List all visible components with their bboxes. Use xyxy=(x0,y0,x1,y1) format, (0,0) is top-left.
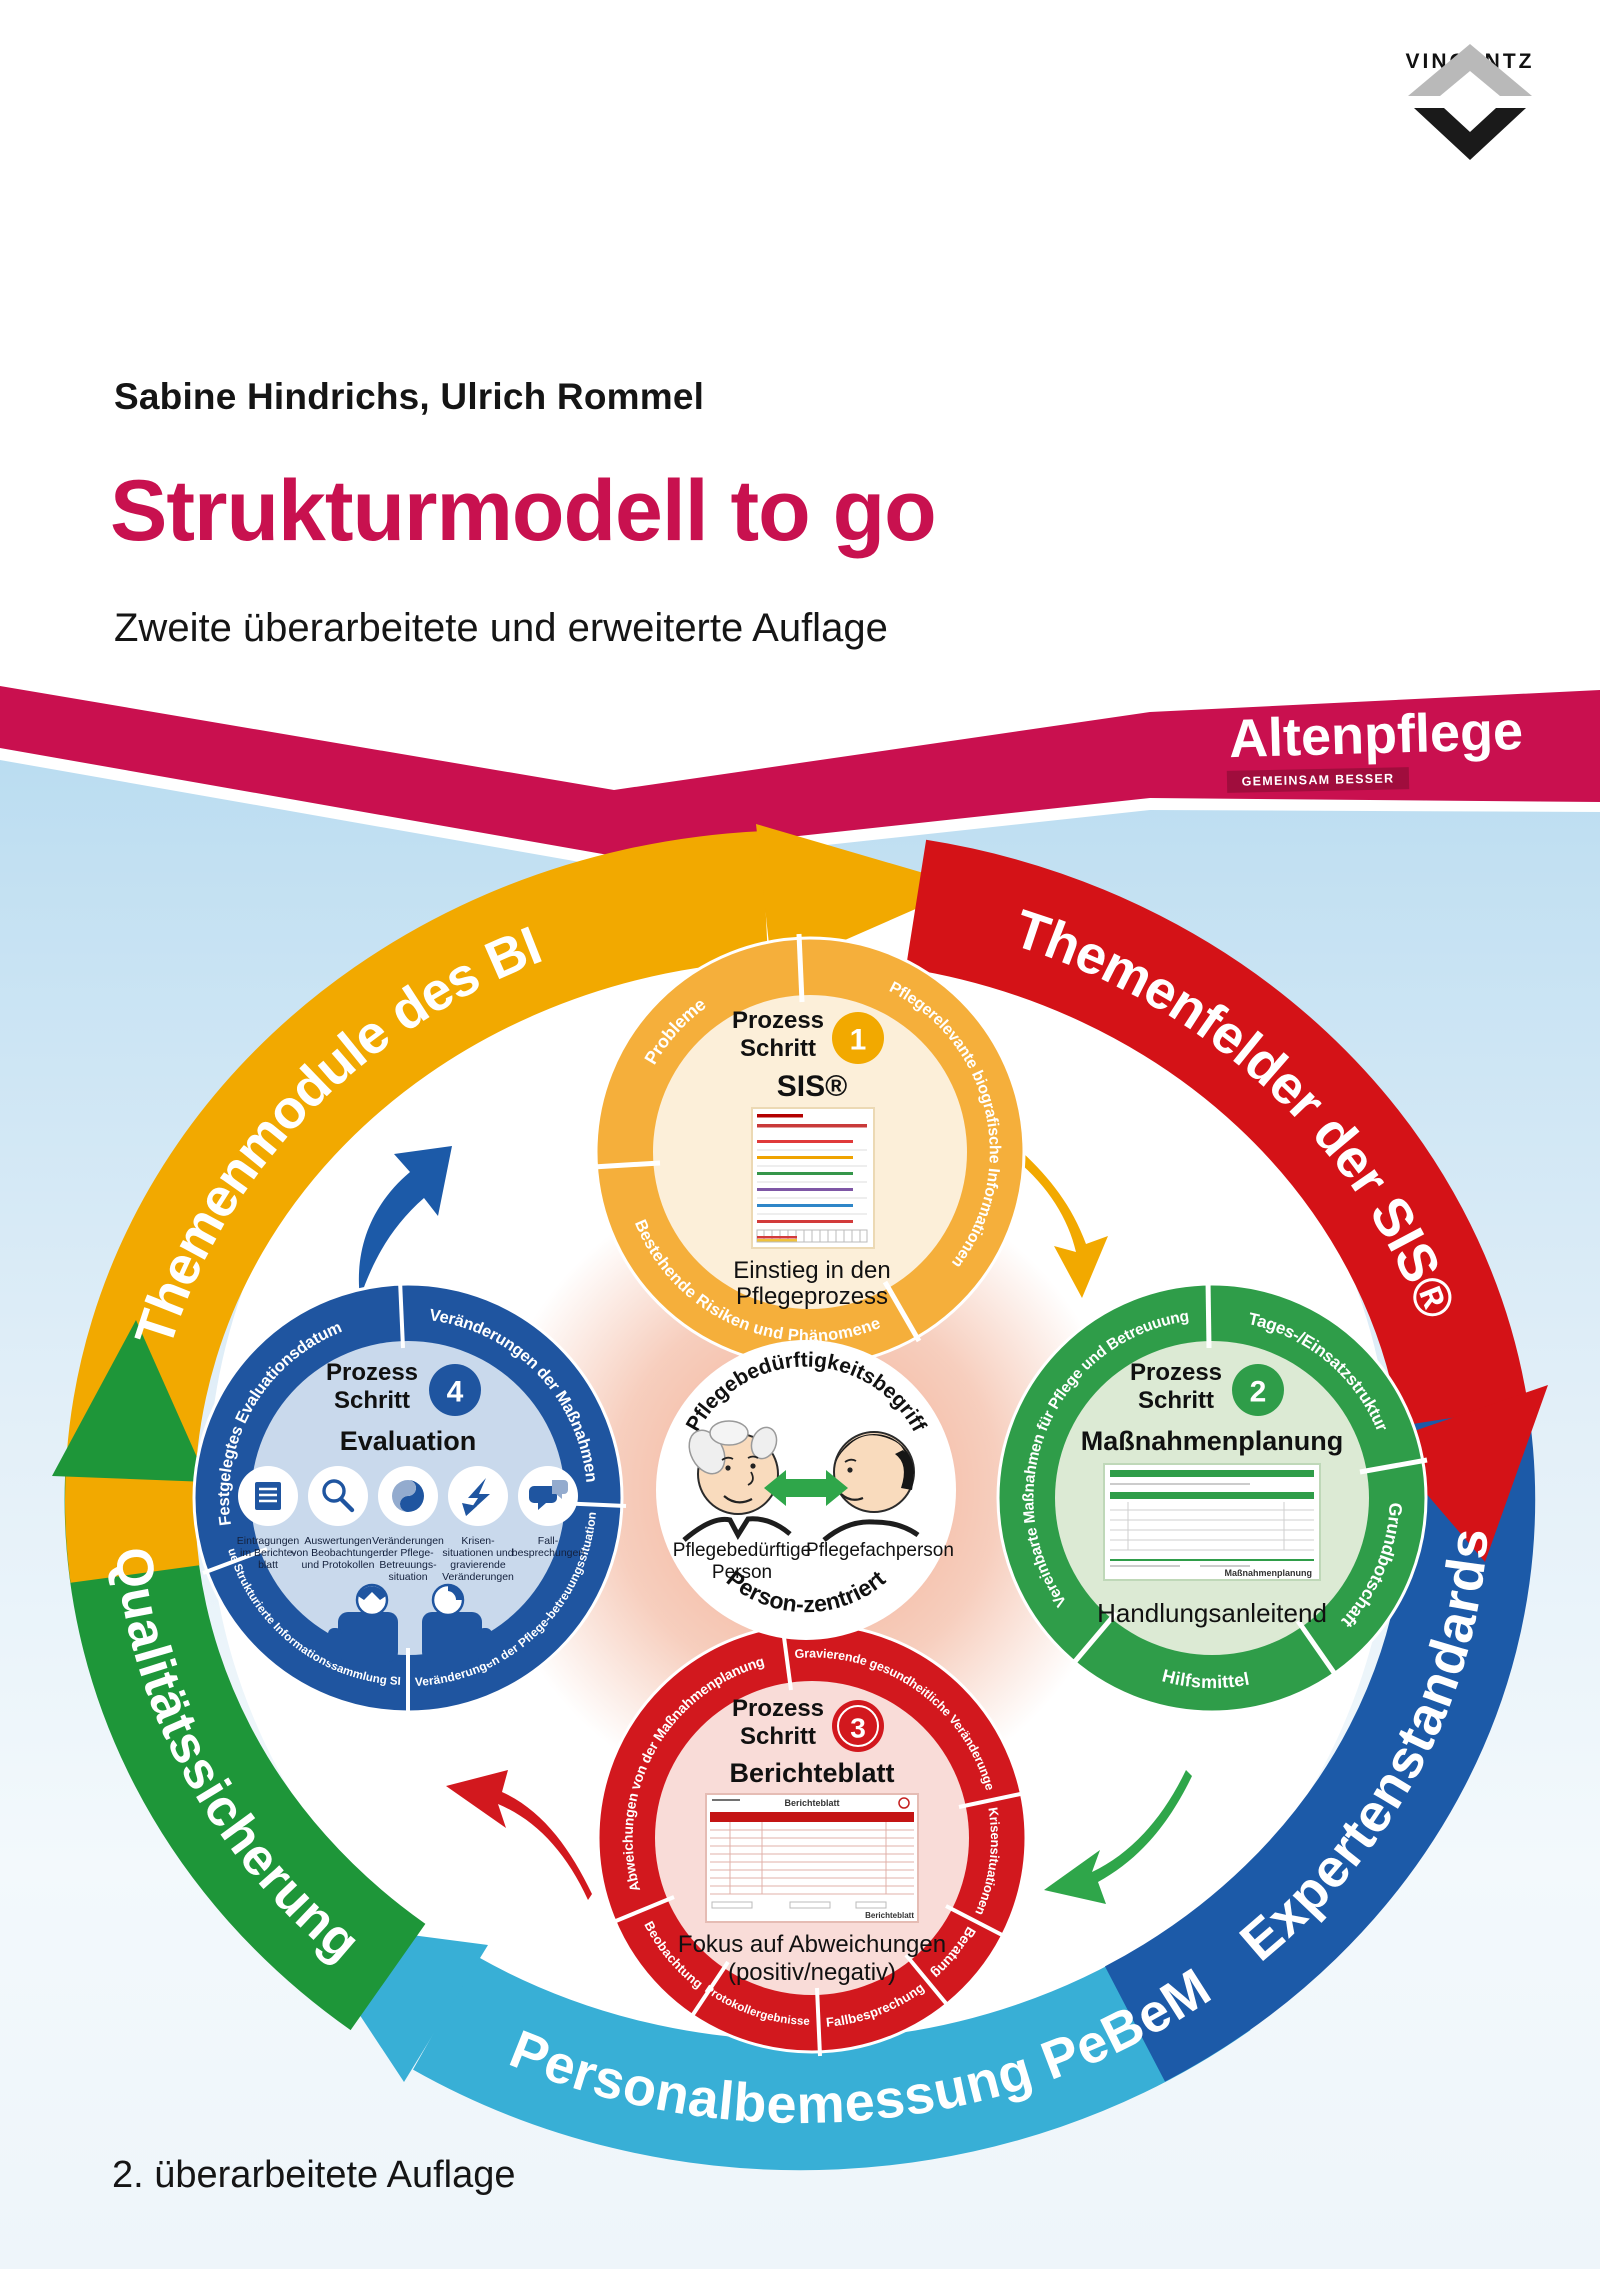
red-curved-arrow-icon xyxy=(446,1770,592,1900)
green-curved-arrow-icon xyxy=(1044,1770,1192,1904)
step2-number-badge xyxy=(1232,1364,1284,1416)
step3-form-label: Berichteblatt xyxy=(865,1911,914,1920)
outer-arcs xyxy=(52,824,1548,2171)
step2-word: Prozess xyxy=(1130,1359,1222,1386)
step1-word: Schritt xyxy=(740,1035,816,1062)
crisis-bolt-icon xyxy=(462,1478,490,1516)
step4-word: Prozess xyxy=(326,1359,418,1386)
subtitle: Zweite überarbeitete und erweiterte Aufl… xyxy=(114,606,888,650)
step1-circle: Probleme Pflegerelevante biografische In… xyxy=(592,933,1026,1368)
step1-caption: Pflegeprozess xyxy=(736,1283,888,1310)
step2-circle: Vereinbarte Maßnahmen für Pflege und Bet… xyxy=(996,1279,1428,1714)
step2-form-label: Maßnahmenplanung xyxy=(1225,1568,1313,1578)
step4-icons xyxy=(238,1466,578,1526)
step1-caption: Einstieg in den xyxy=(733,1257,890,1284)
step2-word: Schritt xyxy=(1138,1387,1214,1414)
step2-caption: Handlungsanleitend xyxy=(1097,1598,1327,1628)
exchange-arrow-icon xyxy=(764,1470,848,1506)
step3-number-badge xyxy=(832,1700,884,1752)
center-circle: Pflegebedürftigkeitsbegriff Person-zentr… xyxy=(656,1340,956,1640)
red-arc-arrowhead xyxy=(1382,1385,1548,1562)
blue-curved-arrow-icon xyxy=(358,1146,452,1298)
step3-word: Schritt xyxy=(740,1723,816,1750)
step2-number: 2 xyxy=(1250,1376,1267,1409)
step4-title: Evaluation xyxy=(340,1426,477,1456)
center-left-label: Person xyxy=(712,1562,772,1583)
elderly-person-illustration xyxy=(682,1420,792,1542)
step3-form-header: Berichteblatt xyxy=(784,1798,839,1808)
svg-text:Fall-besprechungen: Fall-besprechungen xyxy=(512,1535,585,1559)
cyan-arc xyxy=(413,1923,1251,2171)
green-arc-arrowhead xyxy=(52,1320,208,1482)
step2-title: Maßnahmenplanung xyxy=(1081,1426,1344,1456)
step4-number: 4 xyxy=(447,1376,464,1409)
red-arc xyxy=(905,839,1529,1427)
step3-caption: (positiv/negativ) xyxy=(728,1959,896,1986)
page-title: Strukturmodell to go xyxy=(110,463,937,559)
step1-title: SIS® xyxy=(777,1070,847,1103)
step1-ring-dividers xyxy=(592,933,922,1343)
vincentz-logo: VINCENTZ xyxy=(1400,44,1540,160)
yellow-curved-arrow-icon xyxy=(1014,1152,1108,1298)
step3-title: Berichteblatt xyxy=(729,1758,894,1788)
step3-ring-dividers xyxy=(610,1621,1026,2057)
edition-note: 2. überarbeitete Auflage xyxy=(112,2154,516,2196)
step1-word: Prozess xyxy=(732,1007,824,1034)
center-right-label: Pflegefachperson xyxy=(806,1540,954,1561)
step3-caption: Fokus auf Abweichungen xyxy=(678,1931,946,1958)
yellow-arc-arrowhead xyxy=(756,824,968,972)
caregiver-illustration xyxy=(822,1431,920,1542)
step3-number: 3 xyxy=(850,1713,866,1744)
vincentz-diamond-icon xyxy=(1408,44,1532,160)
step1-number: 1 xyxy=(850,1024,867,1057)
report-entries-icon xyxy=(255,1482,281,1510)
berichteblatt-form-thumbnail: Berichteblatt Berichteblatt xyxy=(705,1793,919,1923)
inner-arrows xyxy=(358,1146,1192,1904)
step1-number-badge xyxy=(832,1012,884,1064)
case-discussion-bubbles-icon xyxy=(529,1480,568,1510)
center-left-label: Pflegebedürftige xyxy=(673,1540,811,1561)
authors: Sabine Hindrichs, Ulrich Rommel xyxy=(114,376,705,417)
step4-number-badge xyxy=(429,1364,481,1416)
step3-word: Prozess xyxy=(732,1695,824,1722)
conversation-figures-icon xyxy=(328,1583,492,1664)
step4-word: Schritt xyxy=(334,1387,410,1414)
massnahmenplanung-form-thumbnail: Maßnahmenplanung xyxy=(1103,1463,1321,1581)
magnifier-icon xyxy=(322,1479,355,1513)
sis-form-thumbnail xyxy=(751,1107,875,1249)
change-swirl-icon xyxy=(392,1480,424,1512)
step2-ring-dividers xyxy=(1070,1279,1428,1679)
